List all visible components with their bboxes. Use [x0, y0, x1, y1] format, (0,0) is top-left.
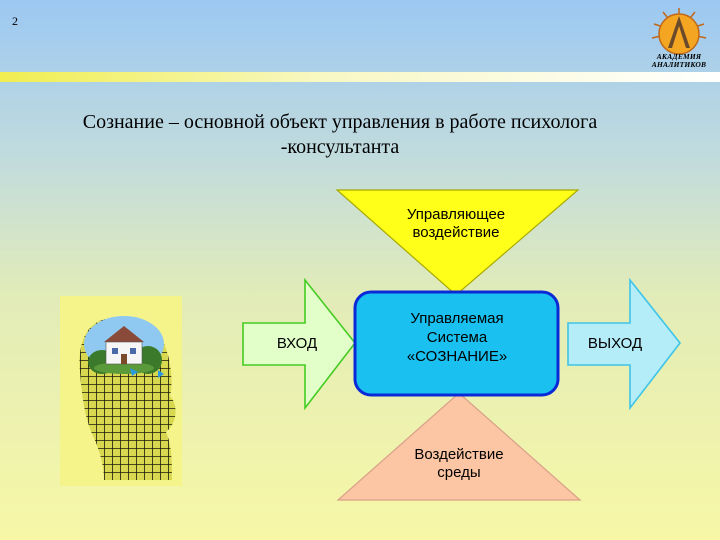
- logo-text-line2: АНАЛИТИКОВ: [651, 60, 707, 69]
- title-line1: Сознание – основной объект управления в …: [82, 111, 598, 133]
- logo-text-line1: АКАДЕМИЯ: [656, 52, 702, 61]
- control-input-arrow: [335, 189, 580, 296]
- environment-arrow: [336, 392, 582, 501]
- output-arrow: [567, 277, 682, 411]
- system-box: [353, 290, 560, 397]
- title-line2: -консультанта: [280, 136, 400, 158]
- control-input-label: Управляющее воздействие: [406, 206, 506, 241]
- input-label: ВХОД: [276, 335, 318, 352]
- academy-logo-icon: [651, 8, 707, 55]
- output-label: ВЫХОД: [587, 335, 643, 352]
- page-number: 2: [12, 14, 18, 28]
- system-label: Управляемая Система «СОЗНАНИЕ»: [406, 310, 508, 365]
- environment-label: Воздействие среды: [414, 446, 504, 481]
- slide-title: Сознание – основной объект управления в …: [20, 110, 660, 160]
- header-bar: [0, 72, 720, 82]
- input-arrow: [242, 277, 357, 411]
